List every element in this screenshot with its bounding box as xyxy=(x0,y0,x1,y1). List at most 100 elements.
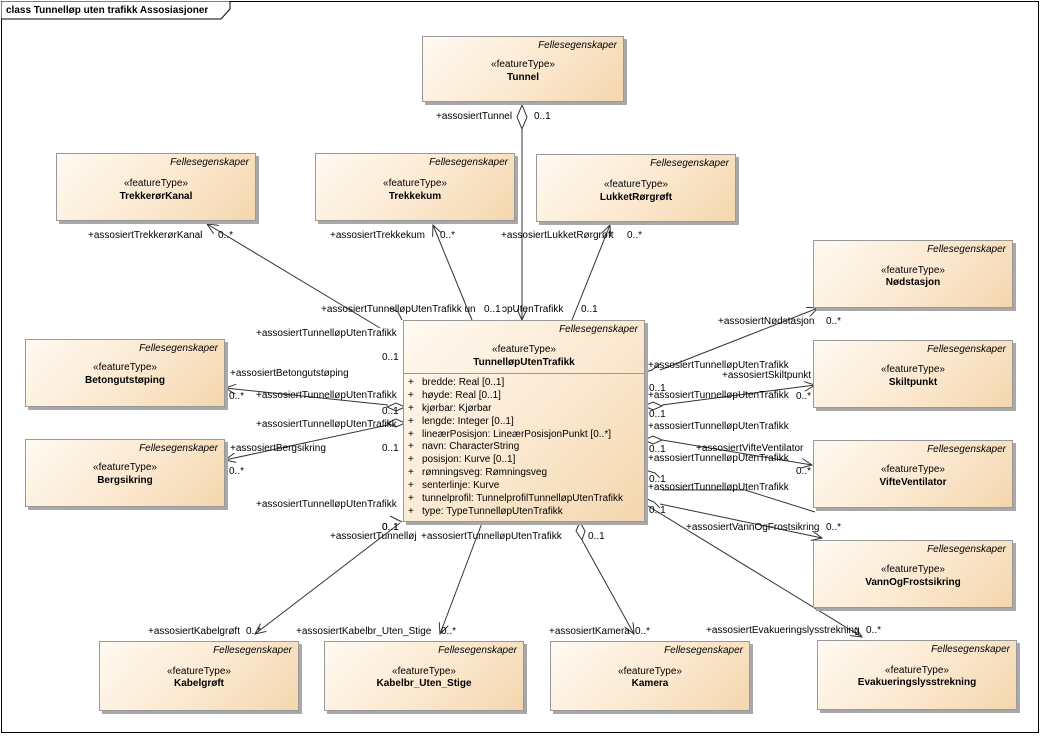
attribute[interactable]: +rømningsveg: Rømningsveg xyxy=(408,467,548,479)
attribute[interactable]: +kjørbar: Kjørbar xyxy=(408,402,492,414)
frame-title-tab xyxy=(1,1,231,20)
stereotype: «featureType» xyxy=(885,665,949,676)
role-label: +assosiertTrekkekum xyxy=(330,230,425,241)
attribute[interactable]: +senterlinje: Kurve xyxy=(408,480,500,492)
edge-kabelgroft xyxy=(255,522,401,634)
class-lukketrorgroft[interactable]: Fellesegenskaper «featureType» LukketRør… xyxy=(536,154,736,222)
class-tunnel[interactable]: Fellesegenskaper «featureType» Tunnel xyxy=(422,36,624,102)
aggregation-diamond-skilt xyxy=(642,401,664,411)
package-name: Fellesegenskaper xyxy=(438,645,517,656)
class-tunnellopUtenTrafikk[interactable]: Fellesegenskaper «featureType» Tunnelløp… xyxy=(403,320,645,522)
class-name: Trekkekum xyxy=(388,191,442,202)
stereotype: «featureType» xyxy=(392,666,456,677)
class-bergsikring[interactable]: Fellesegenskaper «featureType» Bergsikri… xyxy=(25,439,225,507)
stereotype: «featureType» xyxy=(881,364,945,375)
role-label: +assosiertKamera xyxy=(549,626,630,637)
role-label: +assosiertEvakueringslysstrekning xyxy=(706,625,860,636)
edge-trekkekum xyxy=(433,225,473,321)
class-name: Kabelgrøft xyxy=(174,678,224,689)
compartment-separator xyxy=(404,373,644,374)
multiplicity-label: 0..1 xyxy=(534,111,551,122)
multiplicity-label: 0..1 xyxy=(649,444,666,455)
edge-trekkerorkanal xyxy=(207,224,381,329)
edge-stub-left xyxy=(389,307,403,321)
role-label: +assosiertVannOgFrostsikring xyxy=(686,522,820,533)
class-name: VannOgFrostsikring xyxy=(865,577,961,588)
class-skiltpunkt[interactable]: Fellesegenskaper «featureType» Skiltpunk… xyxy=(813,340,1013,408)
package-name: Fellesegenskaper xyxy=(559,324,638,335)
edge-vannogfrost-end xyxy=(659,503,822,538)
package-name: Fellesegenskaper xyxy=(927,344,1006,355)
class-name: Tunnel xyxy=(506,72,540,83)
stereotype: «featureType» xyxy=(492,344,556,355)
package-name: Fellesegenskaper xyxy=(927,244,1006,255)
multiplicity-label: 0..1 xyxy=(382,406,399,417)
class-name: VifteVentilator xyxy=(879,477,947,488)
attribute[interactable]: +tunnelprofil: TunnelprofilTunnelløpUten… xyxy=(408,493,624,505)
attribute[interactable]: +høyde: Real [0..1] xyxy=(408,389,501,401)
attribute[interactable]: +navn: CharacterString xyxy=(408,441,520,453)
role-label: +assosiertBetongutstøping xyxy=(230,368,349,379)
class-name: TrekkerørKanal xyxy=(119,191,193,202)
role-label: +assosiertKabelgrøft xyxy=(148,626,240,637)
edge-vifteventilator xyxy=(661,439,812,465)
package-name: Fellesegenskaper xyxy=(170,157,249,168)
attribute[interactable]: +bredde: Real [0..1] xyxy=(408,377,505,388)
multiplicity-label: 0..1 xyxy=(588,531,605,542)
class-name: LukketRørgrøft xyxy=(599,192,673,203)
class-name: Kamera xyxy=(631,678,669,689)
role-label: +assosiertTunnelløpUtenTrafikk xyxy=(648,482,789,493)
class-kabelbr-uten-stige[interactable]: Fellesegenskaper «featureType» Kabelbr_U… xyxy=(324,641,524,711)
attribute[interactable]: +posisjon: Kurve [0..1] xyxy=(408,454,516,466)
attribute[interactable]: +lineærPosisjon: LineærPosisjonPunkt [0.… xyxy=(408,428,611,440)
class-kamera[interactable]: Fellesegenskaper «featureType» Kamera xyxy=(550,641,750,711)
attribute-list: +bredde: Real [0..1] +høyde: Real [0..1]… xyxy=(408,377,642,519)
stereotype: «featureType» xyxy=(93,362,157,373)
class-nodstasjon[interactable]: Fellesegenskaper «featureType» Nødstasjo… xyxy=(813,240,1013,308)
multiplicity-label: 0..* xyxy=(246,626,262,637)
role-label: ɔpUtenTrafikk xyxy=(502,304,564,315)
role-label: +assosiertTunnelløpUtenTrafikk xyxy=(256,419,397,430)
edge-skiltpunkt xyxy=(661,385,815,406)
role-label: +assosiertSkiltpunkt xyxy=(722,370,812,381)
class-vifteventilator[interactable]: Fellesegenskaper «featureType» VifteVent… xyxy=(813,440,1013,508)
role-label: +assosiertLukketRørgrøft xyxy=(501,230,614,241)
class-name: Nødstasjon xyxy=(885,277,941,288)
class-evakueringslysstrekning[interactable]: Fellesegenskaper «featureType» Evakuerin… xyxy=(817,640,1017,710)
role-label: +assosiertTunnelløpUtenTrafikk xyxy=(648,360,789,371)
multiplicity-label: 0..1 xyxy=(649,409,666,420)
aggregation-diamond-tunnel xyxy=(516,103,528,131)
edge-betongutstoping xyxy=(225,388,389,406)
role-label: +assosiertTunnelløpUtenTrafikk xyxy=(256,390,397,401)
role-label: +assosiertTunnelløpUtenTrafikk xyxy=(648,390,789,401)
multiplicity-label: 0..1 xyxy=(382,522,399,533)
multiplicity-label: 0..1 xyxy=(382,522,399,533)
multiplicity-label: 0..1 xyxy=(382,443,399,454)
class-betongutstoping[interactable]: Fellesegenskaper «featureType» Betonguts… xyxy=(25,339,225,407)
attribute[interactable]: +lengde: Integer [0..1] xyxy=(408,415,514,427)
class-kabelgroft[interactable]: Fellesegenskaper «featureType» Kabelgrøf… xyxy=(99,641,299,711)
role-label: +assosiertTunnelløj xyxy=(330,531,417,542)
class-name: Evakueringslysstrekning xyxy=(857,677,977,688)
edge-lukketrorgroft xyxy=(571,225,610,321)
class-vannogfrostsikring[interactable]: Fellesegenskaper «featureType» VannOgFro… xyxy=(813,540,1013,608)
class-trekkerorkanal[interactable]: Fellesegenskaper «featureType» Trekkerør… xyxy=(56,153,256,221)
multiplicity-label: 0..* xyxy=(441,626,457,637)
stereotype: «featureType» xyxy=(604,179,668,190)
package-name: Fellesegenskaper xyxy=(213,645,292,656)
multiplicity-label: 0..1 xyxy=(649,505,666,516)
class-trekkekum[interactable]: Fellesegenskaper «featureType» Trekkekum xyxy=(315,153,515,221)
role-label: +assosiertTrekkerørKanal xyxy=(88,230,203,241)
package-name: Fellesegenskaper xyxy=(664,645,743,656)
stereotype: «featureType» xyxy=(618,666,682,677)
attribute[interactable]: +type: TypeTunnelløpUtenTrafikk xyxy=(408,505,563,517)
role-label: +assosiertTunnelløpUtenTrafikk un xyxy=(321,304,476,315)
edge-vannogfrost xyxy=(662,489,816,513)
multiplicity-label: 0..1 xyxy=(484,304,501,315)
multiplicity-label: 0..1 xyxy=(581,304,598,315)
package-name: Fellesegenskaper xyxy=(538,40,617,51)
multiplicity-label: 0..* xyxy=(218,230,234,241)
class-name: Bergsikring xyxy=(97,475,153,486)
multiplicity-label: 0..* xyxy=(229,391,245,402)
multiplicity-label: 0..* xyxy=(796,466,812,477)
